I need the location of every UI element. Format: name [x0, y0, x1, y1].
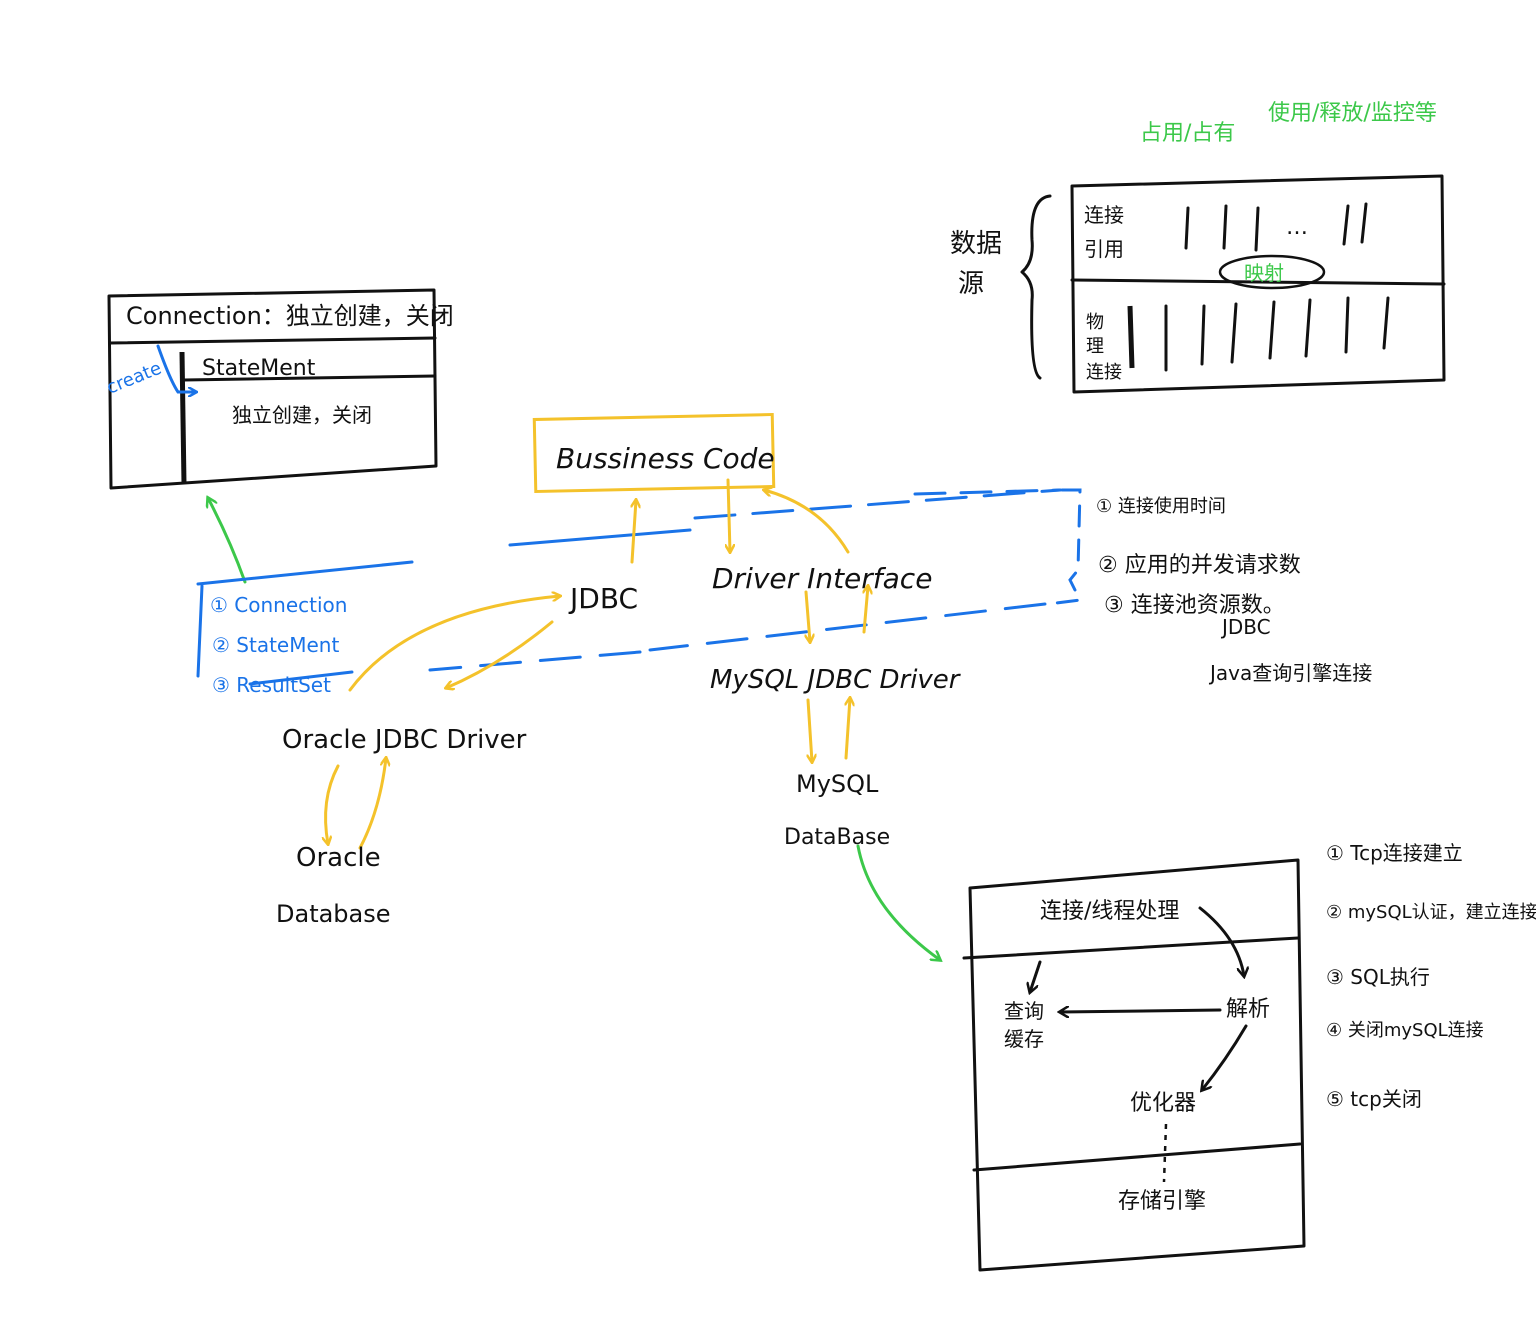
jdbc-note-3: ③ 连接池资源数。 — [1104, 593, 1285, 618]
business-code-label: Bussiness Code — [556, 442, 775, 475]
jdbc-label: JDBC — [568, 582, 638, 615]
datasource-label-2: 源 — [958, 269, 984, 299]
mysql-step-2: ② mySQL认证，建立连接 — [1326, 902, 1536, 923]
oracle-db-line2: Database — [276, 900, 391, 928]
mysql-driver-label: MySQL JDBC Driver — [710, 665, 962, 695]
query-cache-line1: 查询 — [1004, 999, 1044, 1023]
mysql-db-line2: DataBase — [784, 825, 890, 850]
top-note-right: 使用/释放/监控等 — [1268, 101, 1437, 126]
jdbc-note-5: Java查询引擎连接 — [1208, 661, 1372, 685]
datasource-label-1: 数据 — [950, 229, 1002, 259]
connection-box: Connection：独立创建，关闭 StateMent 独立创建，关闭 cre… — [104, 288, 454, 490]
query-cache-line2: 缓存 — [1004, 1027, 1044, 1051]
conn-thread-layer: 连接/线程处理 — [1040, 899, 1179, 924]
parser-label: 解析 — [1226, 997, 1270, 1022]
jdbc-interface-band — [428, 488, 1083, 672]
mysql-steps: ① Tcp连接建立 ② mySQL认证，建立连接 ③ SQL执行 ④ 关闭myS… — [1326, 841, 1536, 1111]
physical-line1: 物 — [1086, 312, 1104, 333]
connection-title: Connection：独立创建，关闭 — [126, 302, 454, 330]
mysql-step-3: ③ SQL执行 — [1326, 965, 1430, 989]
conn-ref-ellipsis: … — [1286, 215, 1308, 240]
optimizer-label: 优化器 — [1130, 1091, 1196, 1116]
physical-line3: 连接 — [1086, 362, 1122, 383]
conn-ref-line1: 连接 — [1084, 203, 1124, 227]
mysql-step-5: ⑤ tcp关闭 — [1326, 1087, 1422, 1111]
statement-note: 独立创建，关闭 — [232, 403, 372, 427]
mysql-architecture: 连接/线程处理 查询 缓存 解析 优化器 存储引擎 — [962, 858, 1306, 1272]
mapping-label: 映射 — [1244, 261, 1284, 285]
mysql-step-4: ④ 关闭mySQL连接 — [1326, 1020, 1484, 1041]
mysql-step-1: ① Tcp连接建立 — [1326, 841, 1463, 865]
oracle-db-line1: Oracle — [296, 843, 381, 873]
statement-title: StateMent — [202, 356, 316, 381]
jdbc-object-connection: ① Connection — [210, 593, 347, 617]
jdbc-note-1: ① 连接使用时间 — [1096, 496, 1226, 517]
storage-engine-label: 存储引擎 — [1118, 1189, 1206, 1214]
jdbc-note-4: JDBC — [1220, 615, 1271, 639]
jdbc-objects-list: ① Connection ② StateMent ③ ResultSet — [196, 528, 692, 697]
business-code-box: Bussiness Code — [532, 412, 776, 494]
conn-ref-line2: 引用 — [1084, 237, 1124, 261]
physical-line2: 理 — [1086, 336, 1104, 357]
mysql-db-line1: MySQL — [796, 770, 879, 798]
objects-to-connection-arrow — [208, 498, 247, 584]
create-label: create — [104, 358, 165, 399]
datasource-diagram: 占用/占有 使用/释放/监控等 数据 源 连接 引用 … 映射 物 理 连接 — [950, 101, 1446, 394]
jdbc-note-2: ② 应用的并发请求数 — [1098, 553, 1301, 578]
top-note-left: 占用/占有 — [1140, 121, 1235, 146]
jdbc-notes: ① 连接使用时间 ② 应用的并发请求数 ③ 连接池资源数。 JDBC Java查… — [1096, 496, 1372, 685]
oracle-driver-label: Oracle JDBC Driver — [282, 725, 527, 755]
driver-interface-label: Driver Interface — [712, 562, 932, 595]
mysql-to-arch-arrow — [856, 844, 940, 960]
jdbc-object-statement: ② StateMent — [212, 633, 339, 657]
